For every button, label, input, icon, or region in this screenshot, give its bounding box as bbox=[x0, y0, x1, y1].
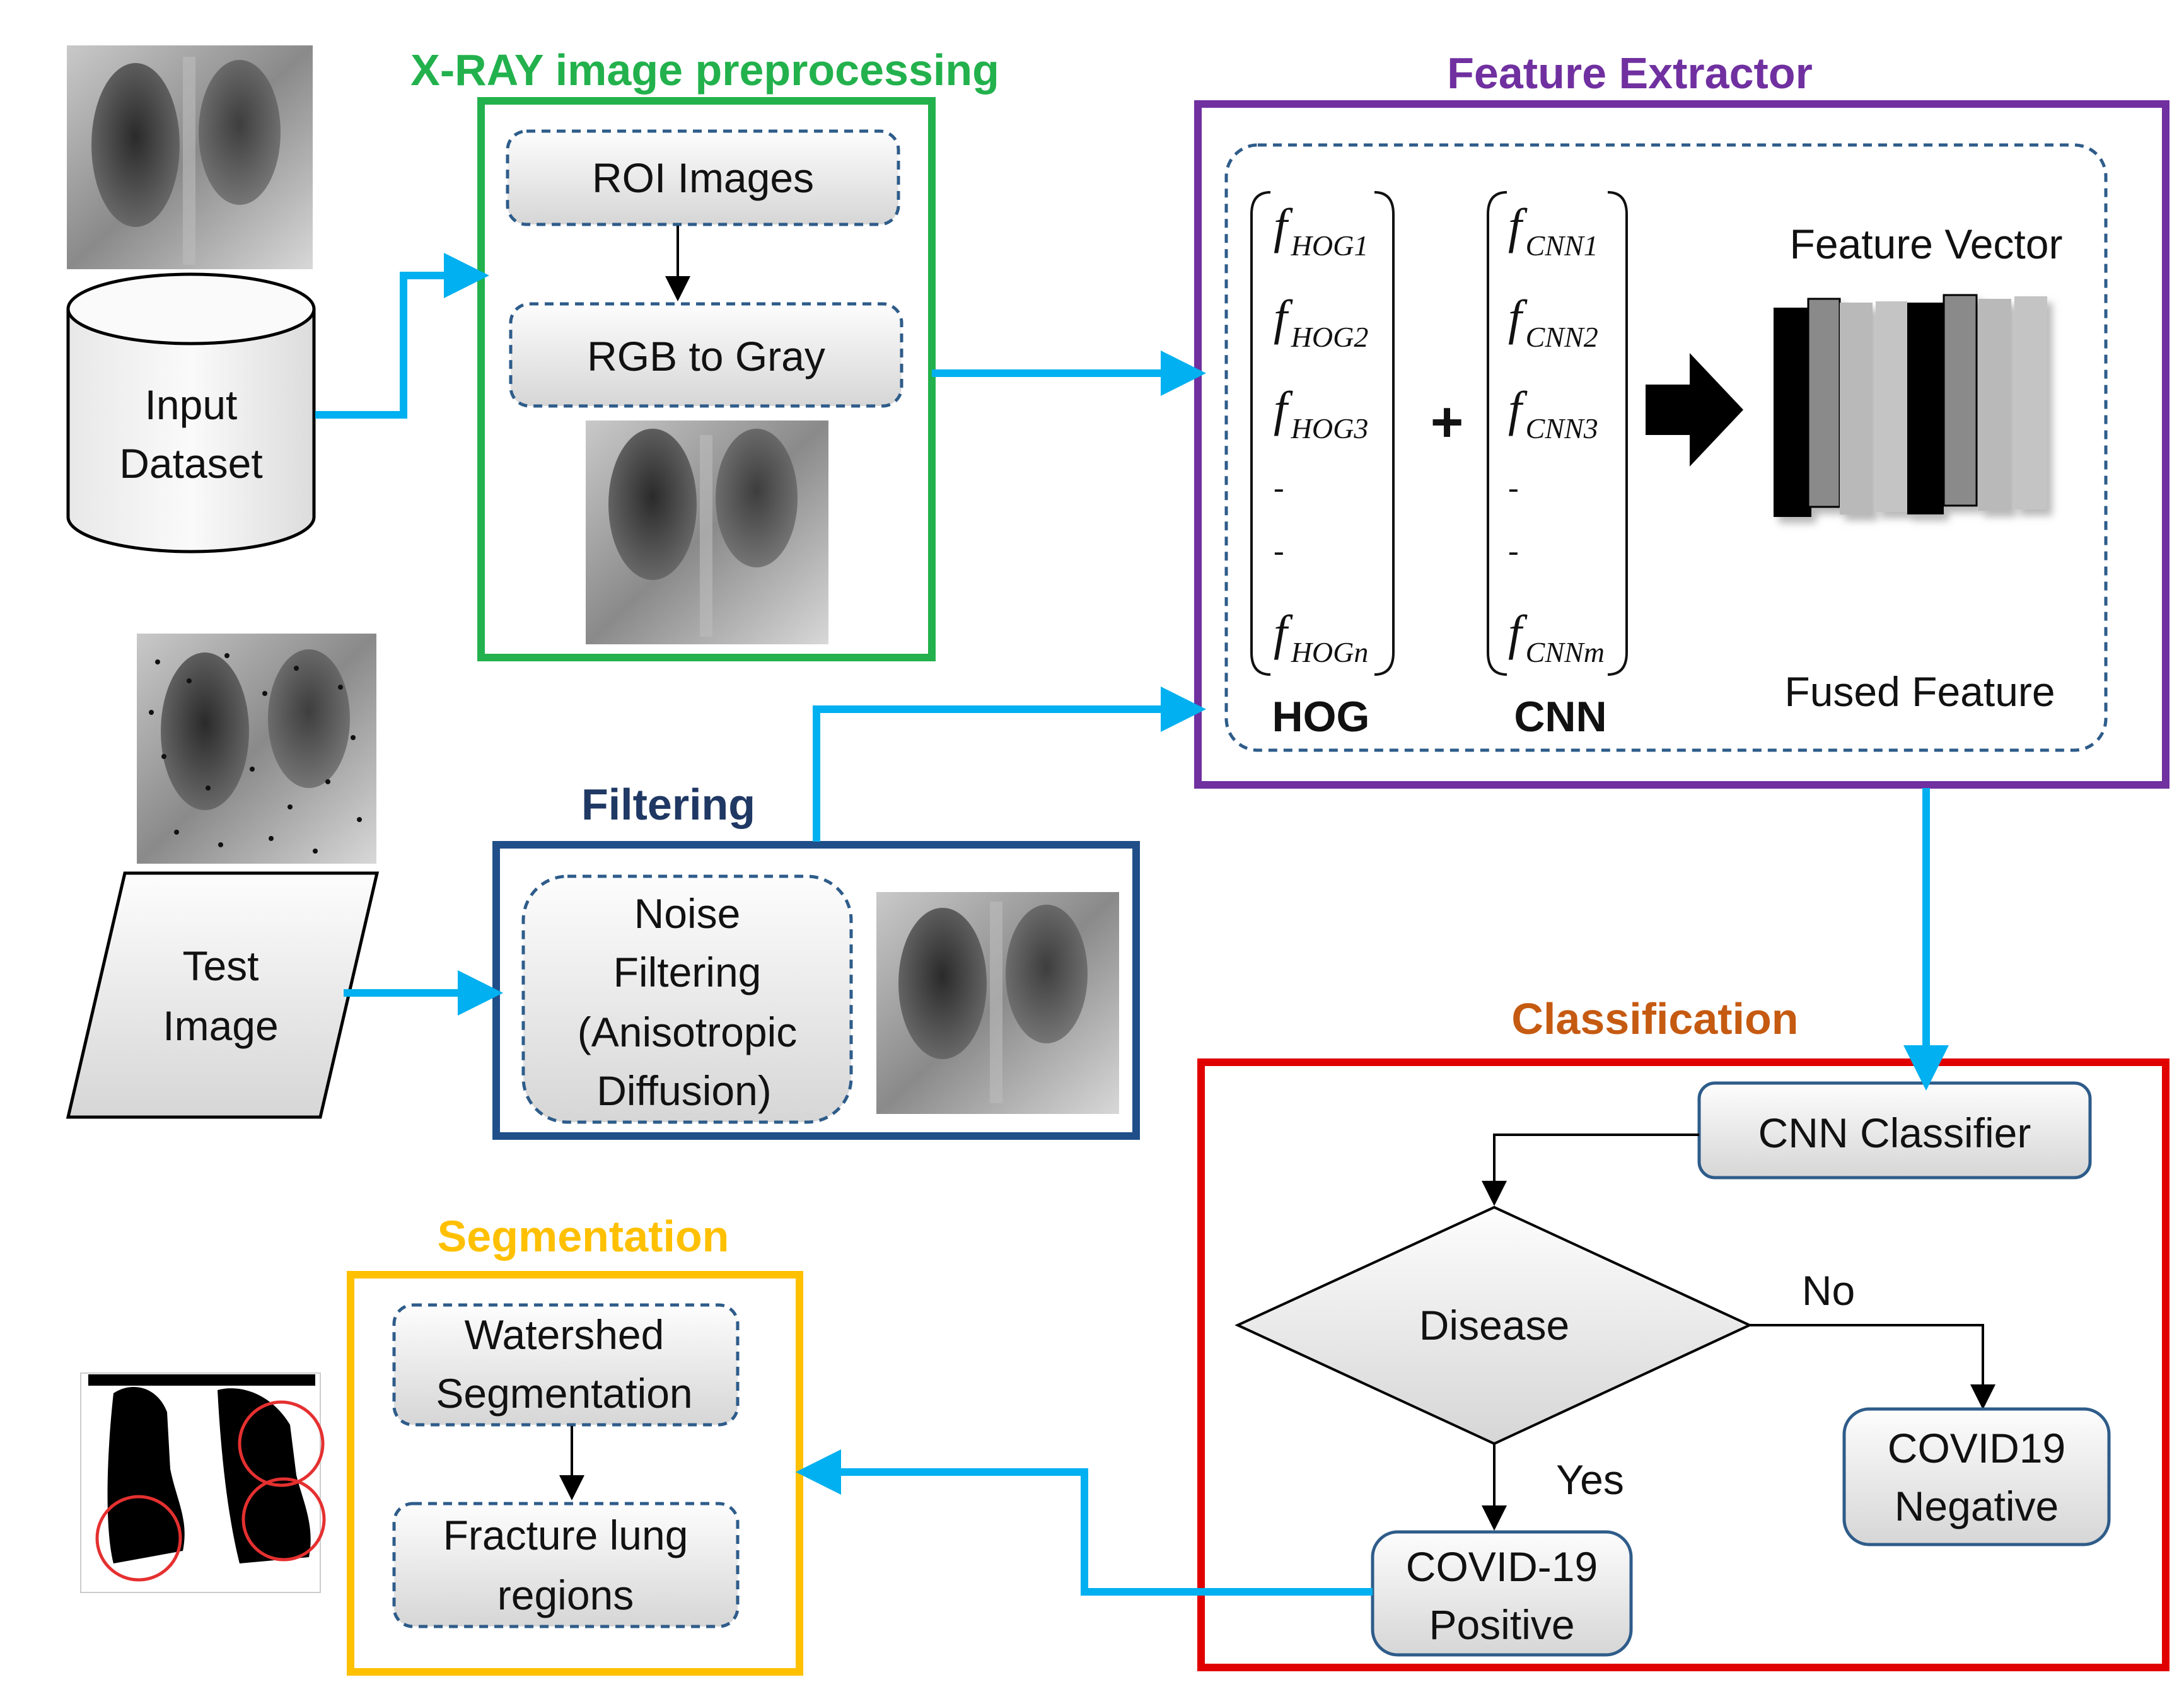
test-image-shape: Test Image bbox=[66, 871, 380, 1119]
hog-term-5: - bbox=[1274, 533, 1284, 568]
segmentation-panel: Segmentation Watershed Segmentation Frac… bbox=[347, 1212, 803, 1676]
segmented-lung-image bbox=[80, 1372, 326, 1593]
covid-positive-line-2: Positive bbox=[1429, 1601, 1574, 1648]
cnn-term-symbol: f bbox=[1508, 381, 1528, 436]
feature-vector-label: Feature Vector bbox=[1790, 221, 2063, 267]
filtering-to-features-arrow bbox=[813, 687, 1206, 842]
rgb-to-gray-step bbox=[509, 302, 903, 408]
positive-to-segmentation-arrow bbox=[796, 1449, 1373, 1596]
cnn-term-subscript: CNNm bbox=[1526, 636, 1605, 668]
watershed-line-1: Watershed bbox=[465, 1311, 665, 1358]
noise-filtering-line-1: Noise bbox=[634, 890, 741, 937]
rgb-to-gray-label: RGB to Gray bbox=[587, 333, 825, 380]
cnn-term-symbol: f bbox=[1508, 290, 1528, 345]
hog-term-symbol: - bbox=[1274, 533, 1284, 568]
hog-term-symbol: f bbox=[1274, 290, 1293, 345]
noisy-test-xray-image bbox=[137, 634, 376, 864]
preprocessing-title: X-RAY image preprocessing bbox=[410, 45, 999, 95]
preprocessed-xray-image bbox=[586, 420, 828, 644]
fracture-regions-step bbox=[392, 1502, 740, 1628]
classifier-to-decision-arrow bbox=[1482, 1134, 1699, 1206]
hog-term-symbol: f bbox=[1274, 381, 1293, 436]
hog-term-subscript: HOG2 bbox=[1291, 321, 1369, 353]
classification-panel: Classification CNN Classifier Disease No… bbox=[1197, 994, 2169, 1671]
roi-images-label: ROI Images bbox=[592, 154, 814, 201]
hog-term-4: - bbox=[1274, 470, 1284, 505]
hog-label: HOG bbox=[1272, 693, 1370, 741]
covid-negative-line-1: COVID19 bbox=[1888, 1425, 2065, 1471]
roi-images-step bbox=[506, 129, 900, 226]
cnn-term-5: - bbox=[1508, 533, 1519, 568]
covid-positive-line-1: COVID-19 bbox=[1406, 1543, 1598, 1590]
no-branch-arrow bbox=[1750, 1324, 1995, 1410]
preprocessing-panel: X-RAY image preprocessing ROI Images RGB… bbox=[410, 45, 999, 661]
plus-sign: + bbox=[1431, 391, 1464, 454]
cnn-term-symbol: f bbox=[1508, 199, 1528, 253]
disease-decision-label: Disease bbox=[1419, 1302, 1569, 1348]
hog-term-subscript: HOG3 bbox=[1291, 412, 1369, 444]
cnn-term-symbol: - bbox=[1508, 533, 1519, 568]
test-image-label-1: Test bbox=[182, 942, 258, 989]
test-image-label-2: Image bbox=[163, 1002, 278, 1049]
watershed-step bbox=[392, 1303, 740, 1427]
feature-vector-bars bbox=[1774, 294, 2047, 517]
input-dataset-label-2: Dataset bbox=[119, 440, 262, 487]
fusion-arrow bbox=[1646, 353, 1743, 467]
hog-term-symbol: f bbox=[1274, 605, 1293, 660]
fracture-line-2: regions bbox=[497, 1572, 634, 1618]
noise-filtering-line-4: Diffusion) bbox=[596, 1067, 772, 1114]
input-to-preprocessing-arrow bbox=[315, 253, 489, 419]
hog-term-subscript: HOGn bbox=[1291, 636, 1369, 668]
cnn-term-4: - bbox=[1508, 470, 1519, 505]
cnn-classifier-box bbox=[1697, 1081, 2092, 1180]
hog-term-symbol: f bbox=[1274, 199, 1293, 253]
noise-filtering-step bbox=[521, 874, 853, 1124]
cnn-term-symbol: - bbox=[1508, 470, 1519, 505]
feature-extractor-title: Feature Extractor bbox=[1447, 49, 1813, 98]
classification-title: Classification bbox=[1511, 994, 1798, 1043]
watershed-line-2: Segmentation bbox=[436, 1370, 692, 1417]
cnn-term-subscript: CNN2 bbox=[1526, 321, 1598, 353]
cnn-term-symbol: f bbox=[1508, 605, 1528, 660]
segmentation-title: Segmentation bbox=[438, 1212, 729, 1261]
covid-negative-box bbox=[1842, 1407, 2111, 1546]
noise-filtering-line-3: (Anisotropic bbox=[578, 1009, 797, 1055]
noise-filtering-line-2: Filtering bbox=[613, 949, 762, 995]
hog-term-subscript: HOG1 bbox=[1291, 229, 1369, 262]
cnn-term-subscript: CNN1 bbox=[1526, 229, 1598, 262]
feature-extractor-inner bbox=[1224, 143, 2108, 752]
yes-label: Yes bbox=[1556, 1456, 1624, 1503]
input-xray-image bbox=[67, 45, 313, 269]
input-dataset-label-1: Input bbox=[145, 381, 238, 428]
covid-negative-line-2: Negative bbox=[1895, 1483, 2059, 1529]
hog-term-symbol: - bbox=[1274, 470, 1284, 505]
cnn-term-subscript: CNN3 bbox=[1526, 412, 1598, 444]
cnn-label: CNN bbox=[1514, 693, 1606, 741]
no-label: No bbox=[1802, 1267, 1855, 1314]
filtered-xray-image bbox=[876, 892, 1119, 1114]
fracture-line-1: Fracture lung bbox=[443, 1512, 688, 1558]
input-dataset-cylinder: Input Dataset bbox=[66, 272, 316, 554]
fused-feature-label: Fused Feature bbox=[1784, 668, 2055, 715]
filtering-title: Filtering bbox=[581, 780, 755, 829]
cnn-classifier-label: CNN Classifier bbox=[1758, 1110, 2031, 1156]
